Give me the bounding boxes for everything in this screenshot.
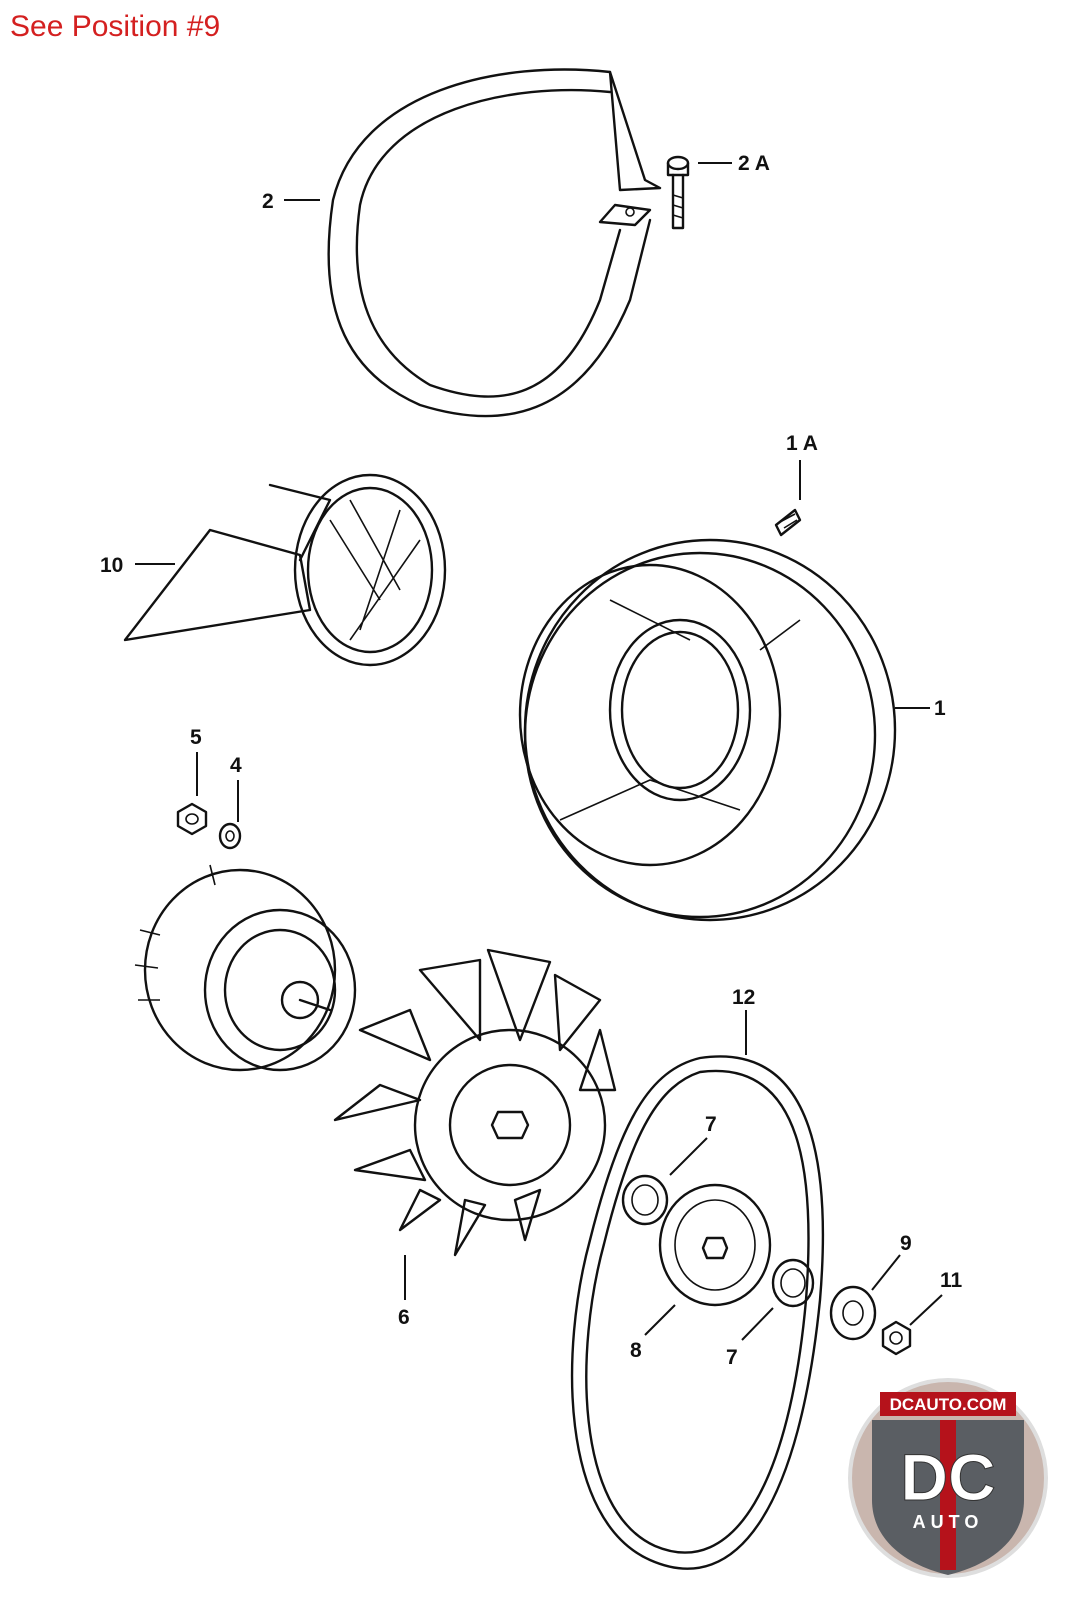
callout-1a: 1 A: [786, 432, 818, 455]
part-1-fan-housing: [518, 538, 897, 922]
part-5-nut: [176, 802, 208, 836]
callout-10: 10: [100, 554, 123, 577]
part-7-spacer-top: [621, 1174, 669, 1226]
callout-6: 6: [398, 1306, 410, 1329]
callout-8: 8: [630, 1339, 642, 1362]
logo-site-text: DCAUTO.COM: [890, 1395, 1007, 1414]
alternator: [134, 864, 357, 1072]
part-10-air-guide: [123, 473, 447, 667]
part-6-fan-wheel: [333, 948, 617, 1257]
callout-2a: 2 A: [738, 152, 770, 175]
logo-mark-text: DC: [900, 1440, 995, 1514]
callout-7-top: 7: [705, 1113, 717, 1136]
part-12-v-belt: [570, 1055, 825, 1570]
part-2a-bolt: [666, 155, 690, 230]
dcauto-logo: DCAUTO.COM DC AUTO: [848, 1378, 1048, 1578]
callout-5: 5: [190, 726, 202, 749]
part-9-spacer: [829, 1285, 877, 1341]
leader-lines: [135, 162, 943, 1341]
part-7-spacer-bottom: [771, 1258, 815, 1308]
logo-stripe: [940, 1420, 956, 1570]
callout-4: 4: [230, 754, 242, 777]
part-8-pulley-half: [658, 1183, 772, 1307]
callout-2: 2: [262, 190, 274, 213]
header-note: See Position #9: [10, 10, 221, 43]
part-11-nut: [881, 1320, 912, 1356]
part-2-strap-band: [327, 68, 662, 418]
callout-12: 12: [732, 986, 755, 1009]
logo-sub-text: AUTO: [913, 1512, 984, 1532]
callout-1: 1: [934, 697, 946, 720]
callout-9: 9: [900, 1232, 912, 1255]
callout-labels: 2 2 A 1 A 10 1 5 4 12 7 9 11 6 8 7: [100, 152, 963, 1369]
logo-banner: [880, 1392, 1016, 1416]
part-4-washer: [218, 822, 242, 850]
callout-7-bottom: 7: [726, 1346, 738, 1369]
part-1a-stud: [774, 508, 802, 537]
callout-11: 11: [940, 1269, 963, 1292]
